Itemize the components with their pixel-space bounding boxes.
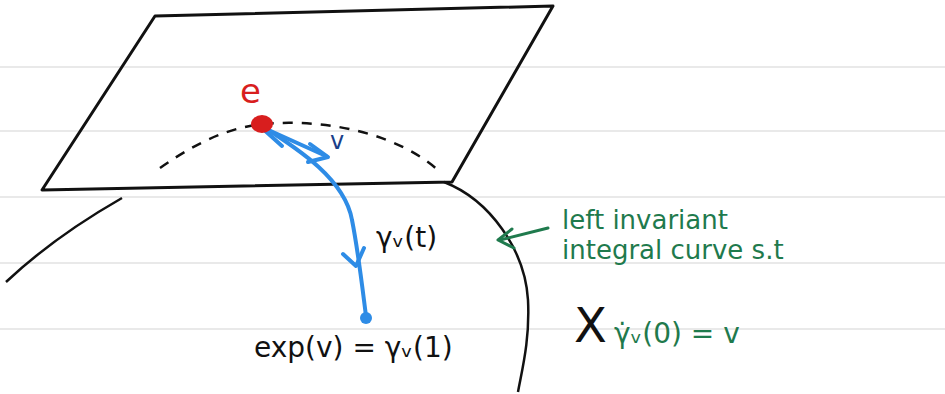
surface-edge	[6, 198, 122, 282]
arrowhead	[498, 229, 514, 248]
vector-label: v	[330, 128, 344, 156]
curve-label: γᵥ(t)	[376, 222, 437, 254]
endpoint-dot	[360, 312, 372, 324]
identity-label: e	[240, 72, 261, 111]
integral-curve	[262, 126, 366, 316]
formula-label: exp(v) = γᵥ(1)	[254, 332, 453, 364]
arrowhead	[343, 248, 364, 266]
tangent-plane	[42, 6, 553, 190]
annotation: left invariant integral curve s.t	[562, 206, 807, 266]
surface-edge	[444, 182, 528, 392]
annotation: γ̇ᵥ(0) = v	[614, 318, 740, 350]
dashed-curve	[160, 123, 440, 172]
mark-label: X	[574, 298, 607, 353]
identity-dot	[251, 115, 273, 133]
